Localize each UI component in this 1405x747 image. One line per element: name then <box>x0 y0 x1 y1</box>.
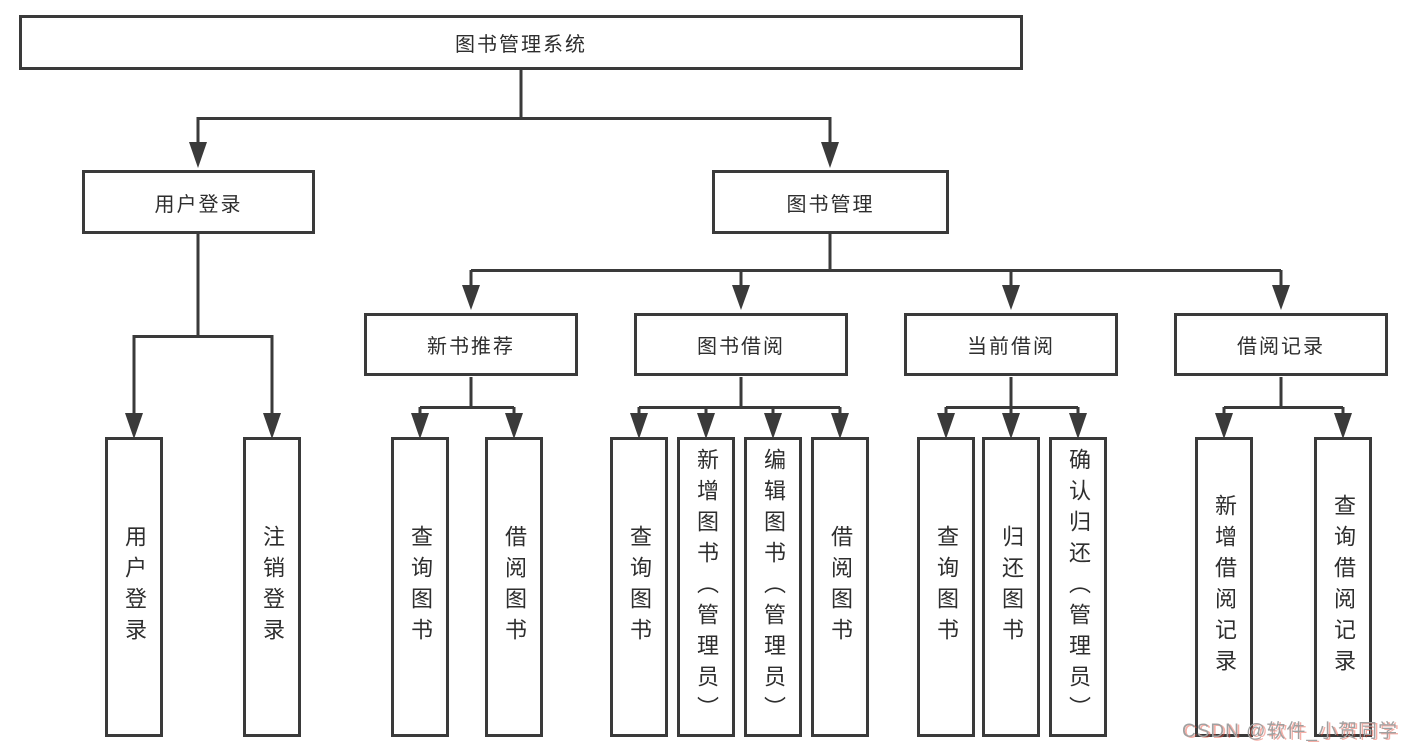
arrowhead-leaf <box>697 413 715 439</box>
arrowhead-leaf <box>937 413 955 439</box>
arrowhead-leaf <box>411 413 429 439</box>
connector-root-rail <box>196 117 832 148</box>
watermark: CSDN @软件_小贺同学 <box>1182 721 1398 742</box>
node-borrow-records-label: 借阅记录 <box>1237 336 1325 358</box>
leaf-current-borrow-2: 确认归还（管理员） <box>1049 437 1107 737</box>
node-new-books-label: 新书推荐 <box>427 336 515 358</box>
node-borrow-records: 借阅记录 <box>1174 313 1388 376</box>
leaf-borrow-records-0: 新增借阅记录 <box>1195 437 1253 737</box>
arrowhead-leaf <box>1334 413 1352 439</box>
leaf-user-login-0: 用户登录 <box>105 437 163 737</box>
connector-userlogin-rail <box>132 335 274 415</box>
leaf-label: 查询借阅记录 <box>1331 494 1356 680</box>
node-current-borrow-label: 当前借阅 <box>967 336 1055 358</box>
node-user-login: 用户登录 <box>82 170 315 234</box>
leaf-label: 新增借阅记录 <box>1212 494 1237 680</box>
arrowhead-level3 <box>732 285 750 310</box>
arrowhead-leaf <box>630 413 648 439</box>
arrowhead-leaf <box>1002 413 1020 439</box>
arrowhead-user-login <box>189 142 207 168</box>
leaf-current-borrow-1: 归还图书 <box>982 437 1040 737</box>
node-book-mgmt-label: 图书管理 <box>786 193 875 216</box>
leaf-book-borrow-2: 编辑图书（管理员） <box>744 437 802 737</box>
connector-bookmgmt-rail <box>469 269 1283 288</box>
leaf-label: 借阅图书 <box>828 525 853 649</box>
arrowhead-book-mgmt <box>821 142 839 168</box>
arrowhead-leaf <box>831 413 849 439</box>
arrowhead-leaf <box>1215 413 1233 439</box>
arrowhead-level3 <box>462 285 480 310</box>
node-user-login-label: 用户登录 <box>154 193 243 216</box>
leaf-label: 确认归还（管理员） <box>1066 447 1091 727</box>
connector-borrowrecords <box>1222 377 1345 417</box>
arrowhead-leaf <box>125 413 143 439</box>
leaf-label: 查询图书 <box>934 525 959 649</box>
leaf-label: 新增图书（管理员） <box>694 447 719 727</box>
leaf-user-login-1: 注销登录 <box>243 437 301 737</box>
leaf-book-borrow-3: 借阅图书 <box>811 437 869 737</box>
leaf-label: 注销登录 <box>260 525 285 649</box>
node-book-mgmt: 图书管理 <box>712 170 949 234</box>
leaf-new-books-0: 查询图书 <box>391 437 449 737</box>
node-root: 图书管理系统 <box>19 15 1023 70</box>
node-book-borrow: 图书借阅 <box>634 313 848 376</box>
arrowhead-leaf <box>1069 413 1087 439</box>
leaf-book-borrow-1: 新增图书（管理员） <box>677 437 735 737</box>
leaf-label: 用户登录 <box>122 525 147 649</box>
connector-bookborrow <box>637 377 842 417</box>
connector-currentborrow <box>944 377 1080 417</box>
node-new-books: 新书推荐 <box>364 313 578 376</box>
leaf-label: 借阅图书 <box>502 525 527 649</box>
arrowhead-level3 <box>1272 285 1290 310</box>
leaf-label: 查询图书 <box>408 525 433 649</box>
arrowhead-leaf <box>505 413 523 439</box>
node-book-borrow-label: 图书借阅 <box>697 336 785 358</box>
leaf-new-books-1: 借阅图书 <box>485 437 543 737</box>
leaf-label: 查询图书 <box>627 525 652 649</box>
arrowhead-leaf <box>764 413 782 439</box>
leaf-current-borrow-0: 查询图书 <box>917 437 975 737</box>
leaf-label: 编辑图书（管理员） <box>761 447 786 727</box>
connector-newbooks <box>418 377 516 417</box>
arrowhead-level3 <box>1002 285 1020 310</box>
leaf-book-borrow-0: 查询图书 <box>610 437 668 737</box>
leaf-label: 归还图书 <box>999 525 1024 649</box>
node-root-label: 图书管理系统 <box>455 34 587 56</box>
node-current-borrow: 当前借阅 <box>904 313 1118 376</box>
arrowhead-leaf <box>263 413 281 439</box>
leaf-borrow-records-1: 查询借阅记录 <box>1314 437 1372 737</box>
